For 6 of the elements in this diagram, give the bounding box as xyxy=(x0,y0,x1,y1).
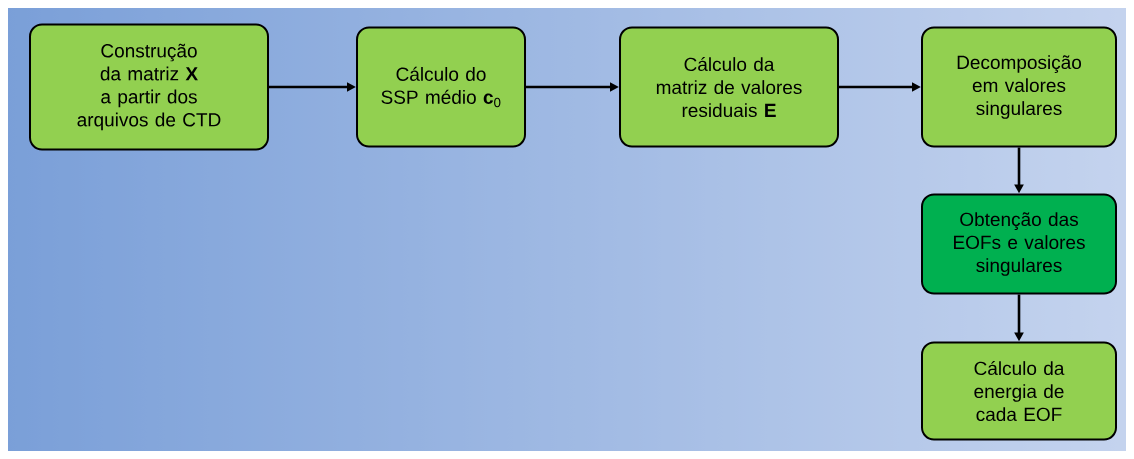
process-box: Construção da matriz X a partir dos arquivos de CTD xyxy=(29,23,269,151)
process-box: Cálculo da energia de cada EOF xyxy=(921,341,1117,441)
process-box: Obtenção das EOFs e valores singulares xyxy=(921,193,1117,295)
process-box: Cálculo da matriz de valores residuais E xyxy=(619,26,839,148)
process-box: Decomposição em valores singulares xyxy=(921,26,1117,148)
process-box: Cálculo do SSP médio c$_{0}$ xyxy=(356,26,526,148)
